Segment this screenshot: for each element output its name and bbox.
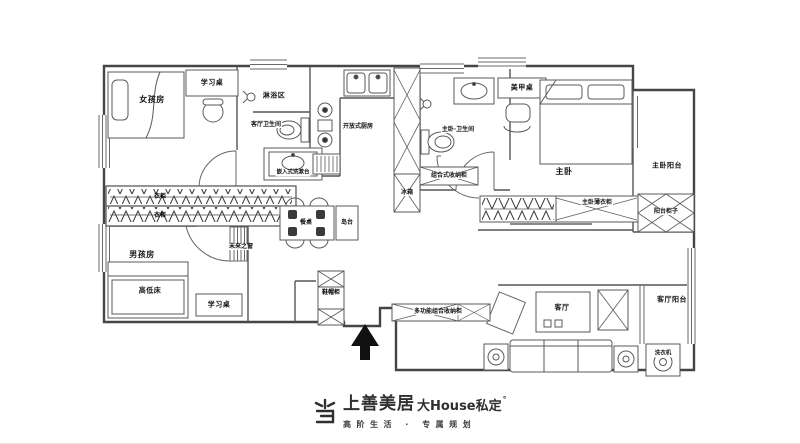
door-girl-room <box>198 150 237 189</box>
window-left-upper <box>98 115 110 168</box>
master-toilet <box>420 129 455 155</box>
kids-wardrobe <box>105 185 297 227</box>
cooktop <box>317 102 333 148</box>
dining-chairs-bottom <box>285 239 329 249</box>
end-table-right <box>613 345 639 373</box>
label-living-balcony: 客厅阳台 <box>657 295 687 304</box>
label-shower-area: 淋浴区 <box>262 91 286 100</box>
girl-bed <box>107 71 185 139</box>
dining-set <box>279 197 359 249</box>
windows <box>98 56 699 344</box>
window-top-masterbath <box>420 62 464 76</box>
window-top-shower <box>250 58 287 72</box>
logo-mark-icon <box>314 398 336 424</box>
door-boy-room <box>185 225 232 262</box>
logo-text: 上善美居 大House私定 ° 高阶生活 · 专属规划 <box>343 396 507 430</box>
girl-study-desk <box>185 69 239 123</box>
island-counter <box>335 205 359 241</box>
master-bathroom-fixtures <box>419 77 495 155</box>
entry-area <box>317 270 345 326</box>
sofa <box>509 339 613 373</box>
window-living-balcony <box>639 285 645 344</box>
washing-machine-box <box>645 343 681 377</box>
master-bedroom-furniture <box>479 77 639 225</box>
label-open-kitchen: 开放式厨房 <box>341 123 375 130</box>
double-sink <box>343 69 391 97</box>
master-shower-head-icon <box>419 97 432 111</box>
label-combo-storage: 组合式收纳柜 <box>429 172 469 179</box>
label-future-window: 未来之窗 <box>227 243 255 250</box>
north-arrow-icon <box>351 324 379 360</box>
dining-chairs-top <box>285 197 329 207</box>
door-master-bedroom <box>436 155 480 199</box>
toilet <box>276 117 310 143</box>
window-left-lower <box>98 224 110 272</box>
label-living-bathroom: 客厅卫生间 <box>249 121 283 128</box>
label-master-balcony: 主卧阳台 <box>652 161 682 170</box>
shoe-cabinet-box <box>317 270 345 326</box>
end-table-left <box>483 343 509 371</box>
label-bunk-bed: 高低床 <box>138 286 162 295</box>
living-room-furniture <box>391 289 639 373</box>
label-study-desk-bottom: 学习桌 <box>207 300 231 309</box>
shower-head-icon <box>242 90 256 104</box>
kitchen-fixtures <box>312 67 421 175</box>
pantry-cabinet <box>393 67 421 175</box>
window-right-outer <box>687 248 699 344</box>
label-nail-desk: 美甲桌 <box>510 83 534 92</box>
label-master-wardrobe: 主卧薄衣柜 <box>580 199 614 206</box>
door-living-leaf <box>486 291 526 335</box>
master-basin <box>453 77 495 105</box>
label-shoe-cabinet: 鞋帽柜 <box>320 289 342 296</box>
brand-tagline: 高阶生活 · 专属规划 <box>343 420 477 429</box>
window-bedroom-balcony <box>632 96 638 148</box>
brand-degree: ° <box>502 395 507 404</box>
label-balcony-cabinet: 阳台柜子 <box>652 208 680 215</box>
master-bed <box>539 79 633 165</box>
label-wardrobe-bottom: 衣柜 <box>153 212 167 219</box>
label-master-bedroom: 主卧 <box>555 167 573 176</box>
brand-suffix: 大House私定 <box>417 399 502 414</box>
brand-logo: 上善美居 大House私定 ° 高阶生活 · 专属规划 <box>312 396 507 430</box>
window-top-bedroom <box>478 56 526 69</box>
label-living-room: 客厅 <box>554 303 570 312</box>
label-girl-room: 女孩房 <box>139 95 165 104</box>
bunk-bed <box>107 261 189 319</box>
label-fridge: 冰箱 <box>399 189 415 196</box>
girl-room-furniture <box>107 69 239 139</box>
boy-study-desk <box>195 293 243 317</box>
brand-name: 上善美居 <box>343 394 415 414</box>
label-study-desk-top: 学习桌 <box>200 78 224 87</box>
label-dining-table: 餐桌 <box>299 219 313 226</box>
label-washing-machine: 洗衣机 <box>653 350 673 357</box>
label-island: 岛台 <box>340 219 354 226</box>
brand-line: 上善美居 大House私定 ° <box>343 394 507 414</box>
label-boy-room: 男孩房 <box>129 250 155 259</box>
place-settings <box>288 210 325 236</box>
tv-table <box>535 291 591 333</box>
stool <box>503 103 531 133</box>
label-embedded-basin: 嵌入式洗漱台 <box>275 169 311 176</box>
master-wardrobe <box>479 195 639 225</box>
label-multi-storage: 多功能组合收纳柜 <box>412 308 464 315</box>
side-table <box>597 289 629 331</box>
label-master-bathroom: 主卧·卫生间 <box>440 126 476 133</box>
striped-appliance <box>312 153 341 175</box>
boy-room-furniture <box>107 261 243 319</box>
label-wardrobe-top: 衣柜 <box>153 193 167 200</box>
